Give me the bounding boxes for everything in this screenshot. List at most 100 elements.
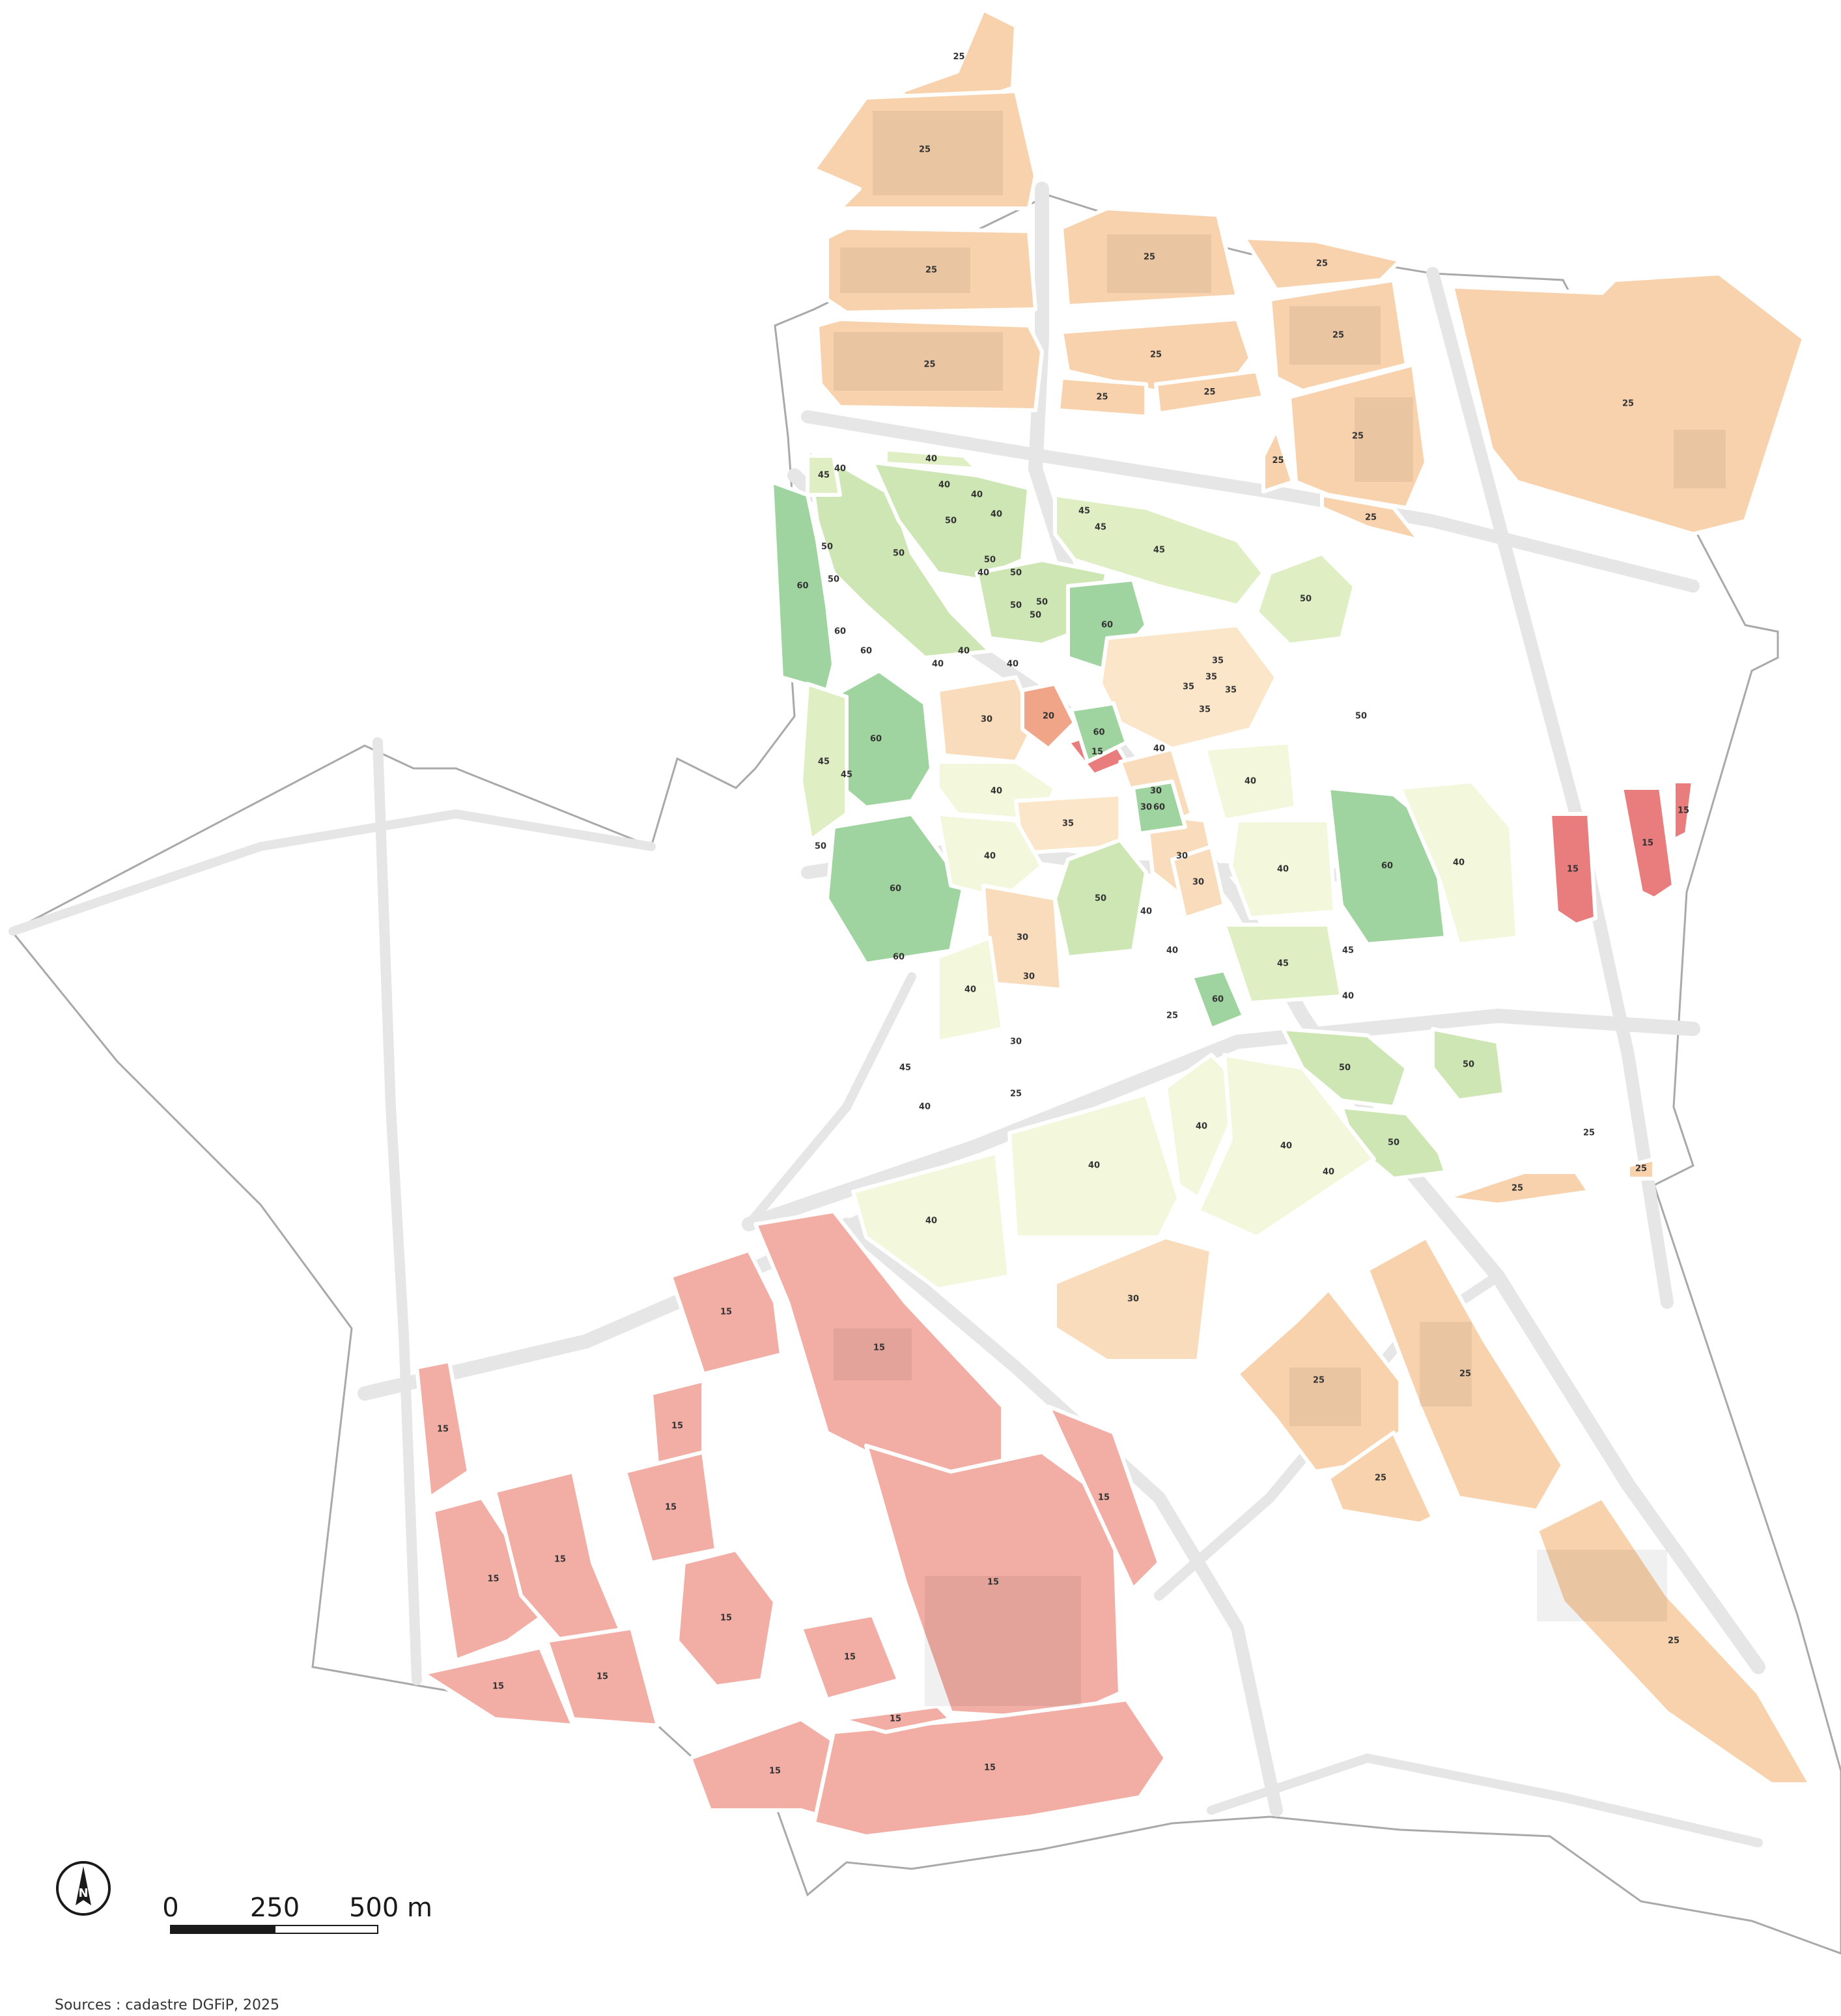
- zone-label: 60: [1153, 803, 1165, 813]
- zone-z43: [1222, 923, 1343, 1005]
- lot-label: 45: [1342, 946, 1354, 956]
- zone-label: 25: [919, 145, 931, 155]
- zone-z24: [1099, 623, 1278, 751]
- zone-z72: [864, 1444, 1122, 1721]
- zone-z02: [812, 89, 1037, 210]
- zone-label: 60: [1101, 621, 1113, 630]
- zone-z44: [1398, 779, 1519, 946]
- zone-label: 15: [554, 1555, 566, 1565]
- zone-label: 40: [1280, 1141, 1292, 1151]
- lot-label: 40: [977, 568, 989, 578]
- zone-z80: [838, 1704, 953, 1734]
- zone-z62: [1548, 812, 1597, 927]
- zone-label: 15: [769, 1767, 781, 1776]
- zone-label: 30: [1192, 878, 1204, 888]
- zone-z51: [851, 1151, 1011, 1291]
- zone-label: 60: [1212, 995, 1224, 1005]
- lot-label: 40: [1140, 907, 1152, 917]
- zone-label: 25: [1375, 1474, 1386, 1483]
- zone-z12: [1261, 428, 1295, 494]
- zone-label: 60: [890, 884, 901, 894]
- zone-label: 25: [1622, 399, 1634, 409]
- zone-z47: [936, 936, 1005, 1044]
- zone-z25: [936, 675, 1037, 764]
- zone-z19: [884, 447, 979, 471]
- lot-label: 40: [958, 647, 970, 656]
- scale-label-0: 0: [162, 1893, 178, 1923]
- zone-z04: [815, 317, 1044, 412]
- lot-label: 50: [821, 542, 833, 552]
- lot-label: 35: [1225, 686, 1237, 695]
- source-text: Sources : cadastre DGFiP, 2025: [55, 1997, 279, 2013]
- zone-z69: [545, 1626, 660, 1728]
- zone-z52: [1007, 1092, 1181, 1239]
- zone-label: 50: [1388, 1138, 1399, 1148]
- zone-label: 35: [1183, 682, 1194, 692]
- zone-label: 25: [1096, 393, 1108, 402]
- zone-z16: [806, 447, 992, 660]
- zone-z39: [936, 812, 1044, 901]
- lot-label: 40: [1166, 946, 1178, 956]
- zone-z38: [1131, 779, 1187, 835]
- zone-label: 25: [1365, 513, 1377, 523]
- zone-z50: [1431, 1027, 1506, 1102]
- zone-label: 15: [984, 1763, 996, 1773]
- zone-label: 25: [1150, 350, 1162, 360]
- lot-label: 40: [1153, 744, 1165, 754]
- zone-z30: [1069, 701, 1129, 764]
- zone-label: 15: [671, 1421, 683, 1431]
- zone-z10: [1268, 278, 1409, 393]
- zone-z14: [1450, 272, 1806, 536]
- zone-z40: [1203, 740, 1298, 822]
- zone-label: 30: [1176, 852, 1188, 861]
- zone-label: 15: [492, 1682, 504, 1692]
- zone-label: 15: [437, 1425, 449, 1435]
- lot-label: 40: [1323, 1168, 1334, 1177]
- zone-label: 40: [1453, 858, 1465, 868]
- zone-label: 30: [981, 715, 992, 725]
- zone-label: 40: [1244, 777, 1256, 787]
- zone-label: 50: [1036, 598, 1048, 608]
- zone-label: 40: [925, 455, 937, 464]
- building-footprints: [834, 111, 1726, 1706]
- zone-label: 15: [890, 1715, 901, 1724]
- zone-z08: [1154, 369, 1265, 415]
- zone-z55: [1053, 1235, 1213, 1363]
- zone-label: 15: [1091, 748, 1103, 757]
- zone-label: 15: [1098, 1493, 1110, 1503]
- zone-label: 35: [1062, 819, 1074, 829]
- zone-z54: [1196, 1053, 1376, 1239]
- lot-label: 45: [899, 1063, 911, 1073]
- zone-label: 60: [870, 735, 882, 744]
- zone-z05: [1060, 206, 1239, 308]
- zone-label: 30: [1150, 787, 1162, 796]
- zone-label: 25: [1203, 387, 1215, 397]
- lot-label: 35: [1212, 656, 1224, 666]
- zone-label: 40: [964, 985, 976, 995]
- lot-label: 50: [984, 555, 996, 565]
- zone-z17: [806, 454, 842, 497]
- lot-label: 40: [938, 481, 950, 490]
- lot-label: 50: [1010, 568, 1022, 578]
- lot-label: 40: [919, 1102, 931, 1112]
- zone-z03: [825, 226, 1037, 315]
- lot-label: 45: [1095, 523, 1106, 533]
- zone-label: 15: [720, 1308, 732, 1317]
- zone-z13: [1320, 493, 1422, 542]
- zone-z07: [1056, 376, 1148, 419]
- lot-label: 30: [1010, 1037, 1022, 1047]
- zone-label: 50: [1463, 1060, 1474, 1070]
- zone-label: 30: [1127, 1295, 1139, 1304]
- zone-label: 45: [818, 757, 830, 767]
- zone-z15: [770, 480, 836, 692]
- zone-label: 25: [923, 360, 935, 370]
- zone-z66: [431, 1496, 555, 1662]
- zone-label: 25: [1352, 432, 1364, 441]
- zone-z46: [1190, 968, 1246, 1031]
- zone-z65: [415, 1359, 471, 1500]
- small-labels: 40 40 40 40 45 45 50 50 50 50 35 35 35 40 40 40 50 50 40 60…: [815, 464, 1595, 1177]
- zone-label: 25: [925, 266, 937, 275]
- north-arrow-letter: N: [78, 1886, 88, 1900]
- north-arrow-needle: [76, 1866, 91, 1905]
